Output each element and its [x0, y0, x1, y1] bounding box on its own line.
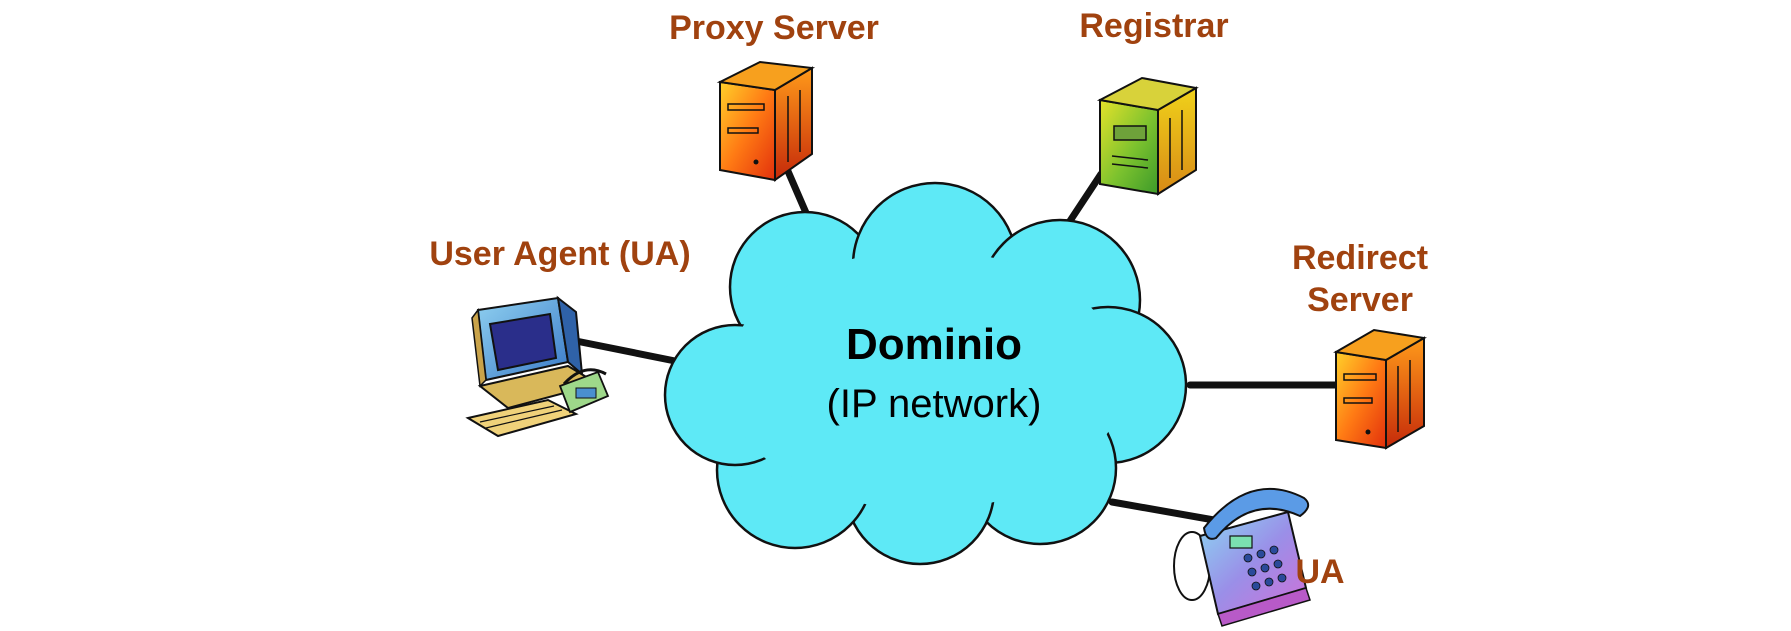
link-user-agent: [572, 337, 694, 368]
desktop-computer-icon: [465, 295, 610, 438]
telephone-icon: [1173, 487, 1311, 627]
redirect-server-label-line2: Server: [1307, 281, 1413, 319]
network-title: Dominio: [846, 320, 1022, 369]
server-tower-icon: [1333, 328, 1427, 450]
ua-phone-label: UA: [1295, 553, 1345, 591]
network-subtitle: (IP network): [826, 382, 1042, 426]
proxy-server-label: Proxy Server: [669, 9, 879, 47]
link-ua-phone: [1108, 498, 1218, 524]
redirect-server-label-line1: Redirect: [1291, 239, 1429, 277]
ip-network-cloud: [663, 181, 1188, 566]
registrar-label: Registrar: [1079, 7, 1229, 45]
server-tower-icon: [1096, 76, 1199, 196]
user-agent-label: User Agent (UA): [429, 235, 691, 273]
server-tower-icon: [716, 60, 816, 182]
